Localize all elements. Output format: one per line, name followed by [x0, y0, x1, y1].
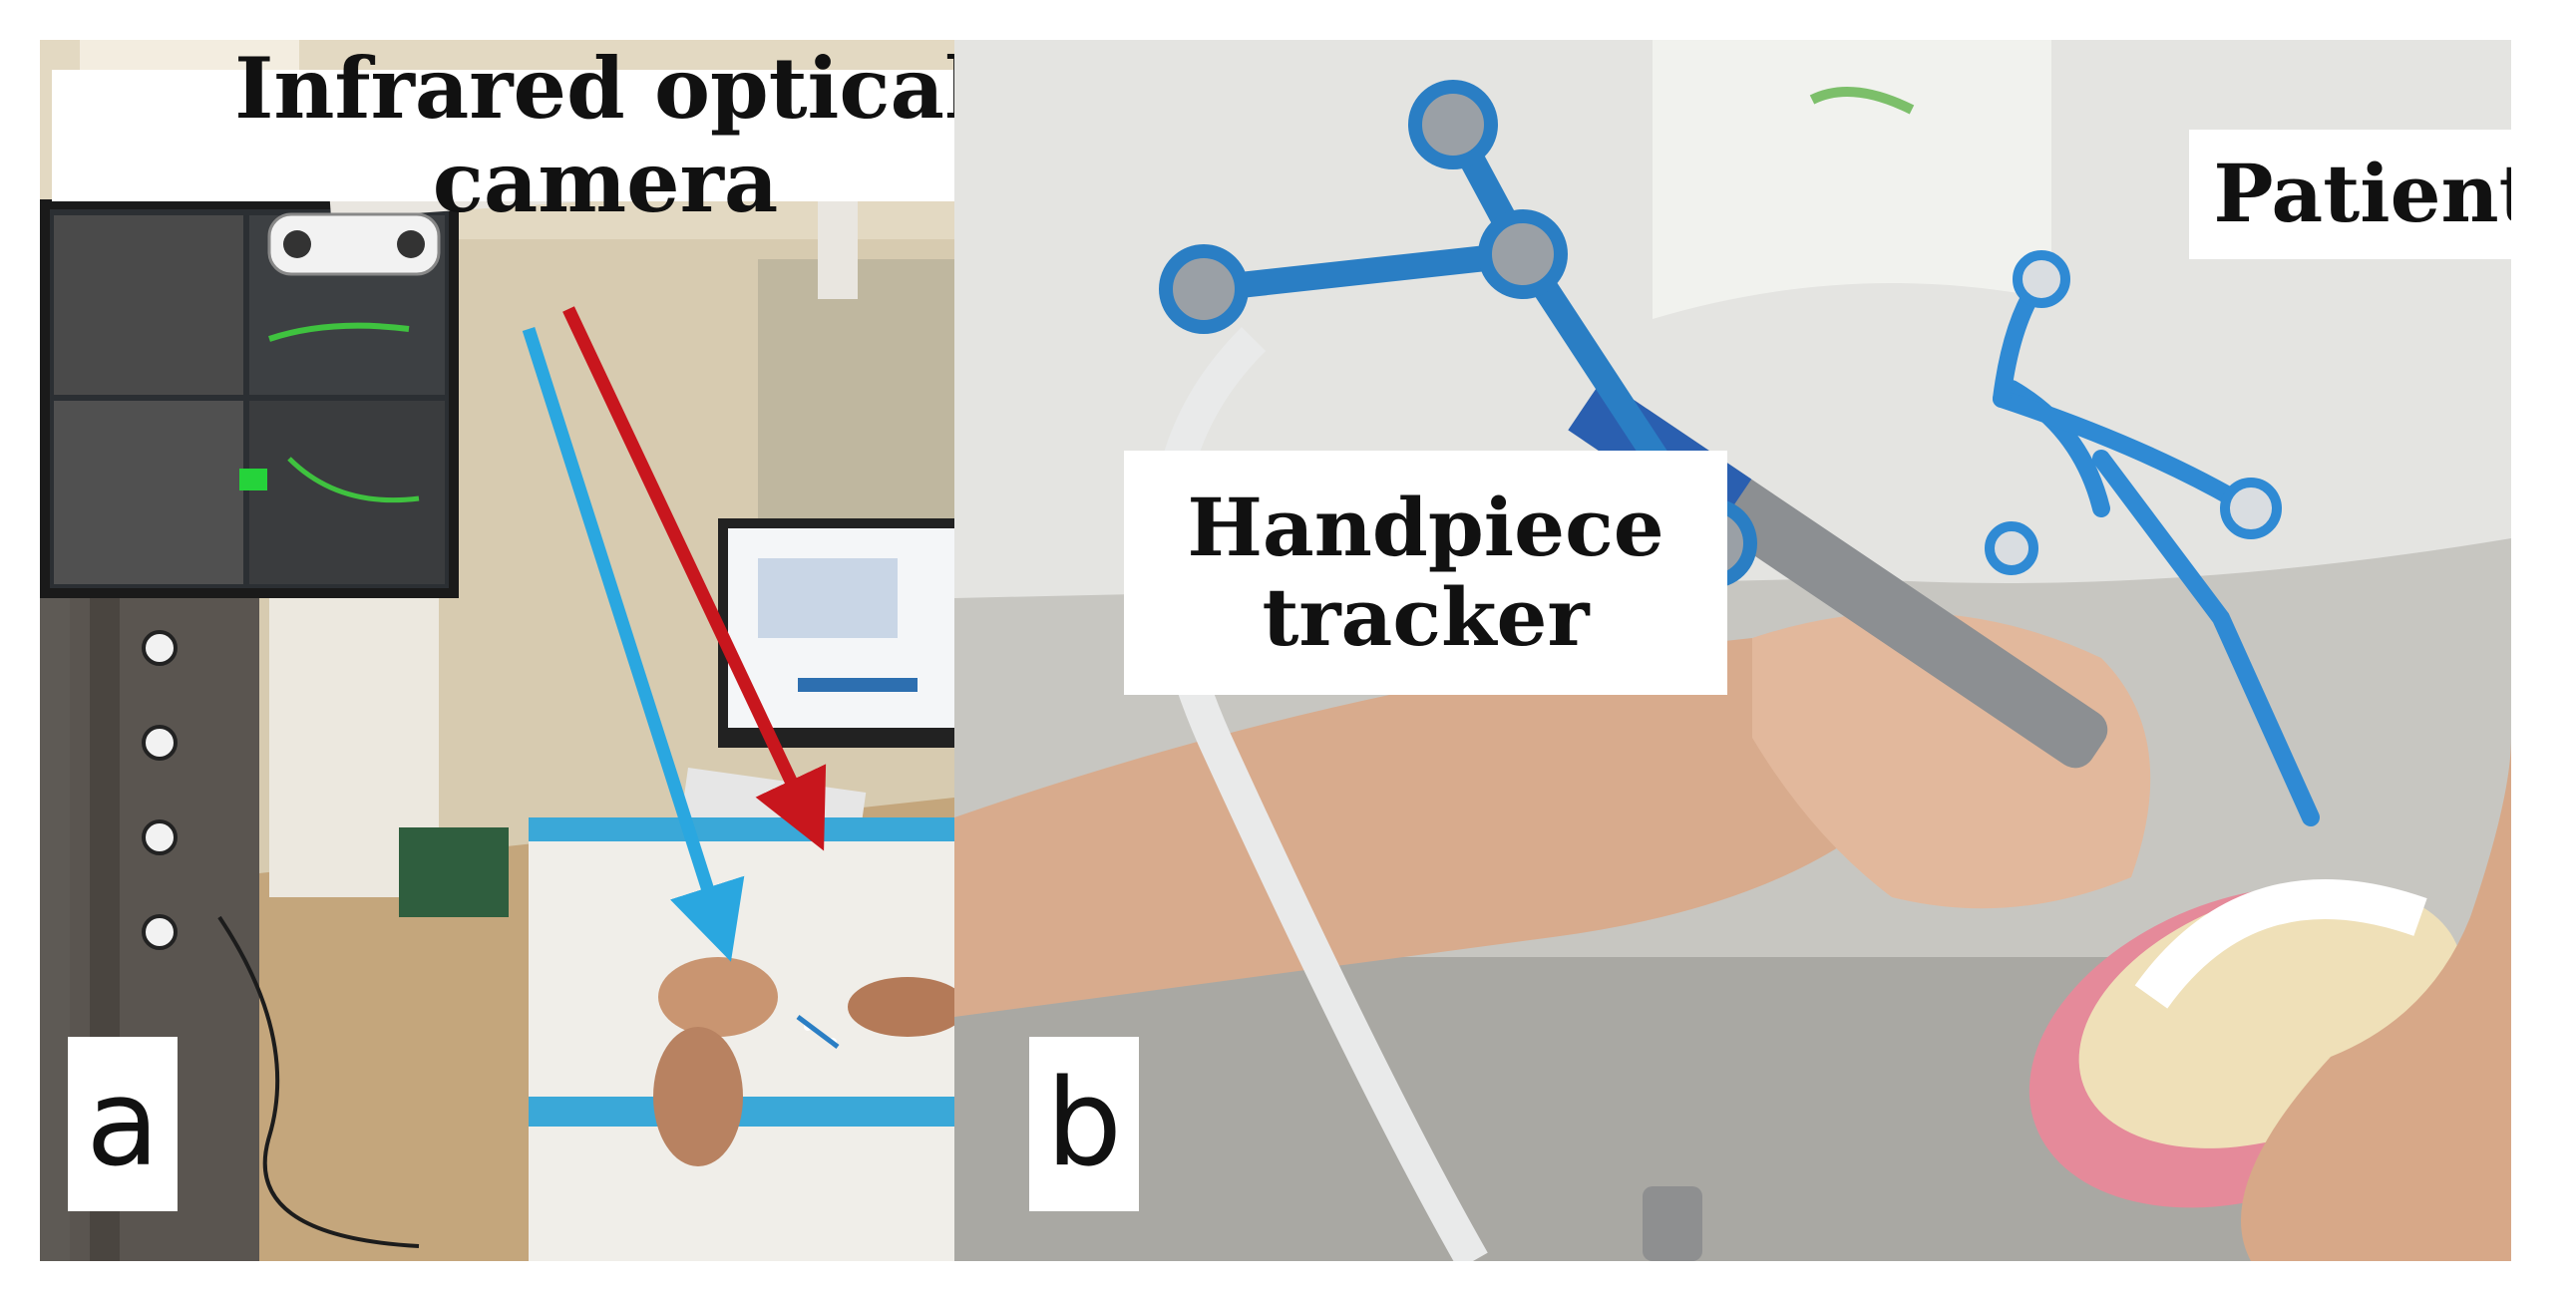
panel-b-letter-text: b [1045, 1055, 1123, 1193]
panel-a-letter: a [68, 1037, 178, 1211]
photo-panel-b: Patient tracker Handpiece tracker b [954, 40, 2511, 1261]
red-arrow [562, 306, 827, 851]
patient-tracker-markers [1985, 250, 2282, 575]
infrared-camera [267, 212, 441, 276]
photo-panel-a: Infrared optical camera a [40, 40, 954, 1261]
cart-unit [529, 817, 954, 1261]
handpiece-tracker-label-line1: Handpiece [1187, 480, 1664, 574]
forearm [954, 638, 1952, 1017]
panel-a-letter-text: a [86, 1055, 160, 1193]
patient-tracker-label: Patient tracker [2189, 130, 2511, 259]
patient-tracker-label-text: Patient tracker [2213, 147, 2511, 241]
blue-arrow [522, 327, 745, 962]
camera-label-text: Infrared optical camera [234, 40, 954, 231]
handpiece-tracker-label: Handpiece tracker [1124, 451, 1727, 695]
panel-b-letter: b [1029, 1037, 1139, 1211]
handpiece-tracker-label-line2: tracker [1262, 569, 1590, 664]
camera-label: Infrared optical camera [52, 41, 954, 229]
